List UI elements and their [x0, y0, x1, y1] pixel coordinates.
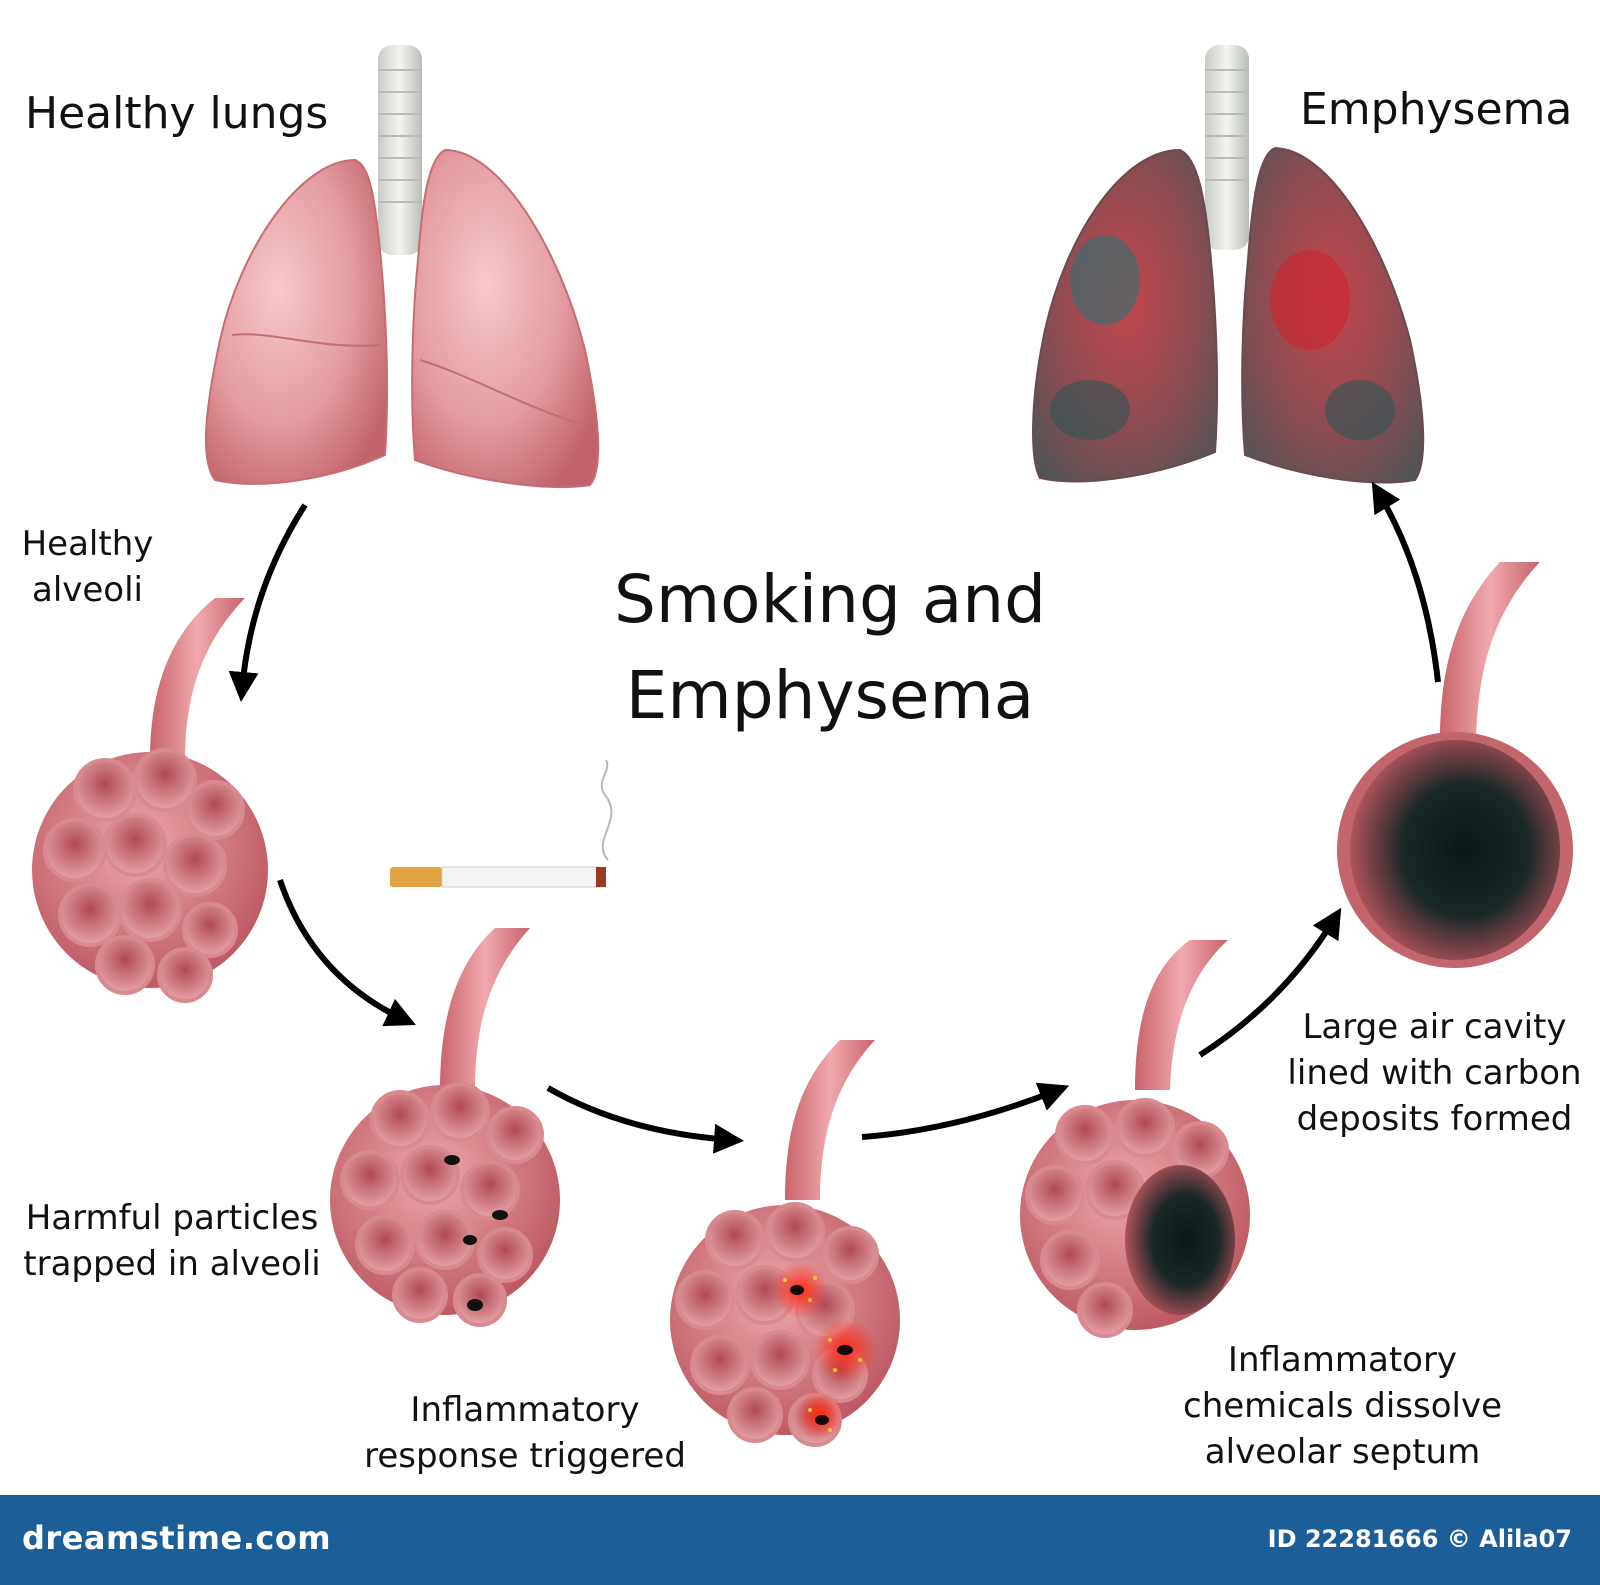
arrow-healthy-to-harmful	[277, 879, 416, 1027]
inflammatory-response-label-line1: Inflammatory	[410, 1390, 640, 1430]
healthy-alveoli-illustration	[32, 598, 268, 1003]
arrow-inflammatory-to-dissolve	[861, 1082, 1070, 1140]
healthy-alveoli-label-line2: alveoli	[31, 569, 143, 610]
harmful-particles-label: Harmful particles trapped in alveoli	[22, 1196, 322, 1288]
title-line2: Emphysema	[625, 656, 1035, 734]
diagram-artwork	[32, 45, 1573, 1447]
dissolve-septum-label-line3: alveolar septum	[1204, 1431, 1481, 1472]
inflammatory-response-label: Inflammatory response triggered	[360, 1388, 690, 1480]
inflammatory-response-label-line2: response triggered	[364, 1435, 686, 1476]
inflamed-alveoli-illustration	[670, 1040, 900, 1447]
air-cavity-label-line1: Large air cavity	[1302, 1007, 1567, 1047]
harmful-particles-label-line1: Harmful particles	[25, 1198, 319, 1238]
dissolve-septum-label-line1: Inflammatory	[1227, 1340, 1458, 1380]
air-cavity-label: Large air cavity lined with carbon depos…	[1272, 1005, 1597, 1143]
healthy-lungs-illustration	[204, 45, 600, 488]
healthy-alveoli-label: Healthy alveoli	[20, 522, 155, 614]
arrow-lungs-to-healthy-alveoli	[228, 503, 308, 702]
arrow-dissolve-to-cavity	[1198, 907, 1342, 1058]
footer-brand[interactable]: dreamstime.com	[22, 1519, 332, 1557]
harmful-particles-label-line2: trapped in alveoli	[23, 1243, 321, 1284]
air-cavity-alveoli-illustration	[1337, 562, 1573, 968]
dissolve-septum-label-line2: chemicals dissolve	[1183, 1385, 1502, 1426]
cigarette-illustration	[390, 759, 613, 888]
healthy-lungs-label: Healthy lungs	[25, 88, 329, 139]
footer-credit: ID 22281666 © Alila07	[1267, 1525, 1572, 1553]
title-line1: Smoking and	[614, 561, 1046, 638]
trapped-particles-alveoli-illustration	[330, 928, 560, 1327]
emphysema-label: Emphysema	[1300, 84, 1573, 135]
healthy-alveoli-label-line1: Healthy	[21, 524, 154, 564]
emphysema-lungs-illustration	[1032, 45, 1425, 484]
arrow-cavity-to-emphysema	[1371, 481, 1441, 683]
page-title: Smoking and Emphysema	[560, 552, 1100, 743]
arrow-harmful-to-inflammatory	[546, 1085, 744, 1154]
air-cavity-label-line2: lined with carbon	[1287, 1052, 1582, 1093]
footer-bar: dreamstime.com ID 22281666 © Alila07	[0, 1495, 1600, 1585]
air-cavity-label-line3: deposits formed	[1296, 1098, 1573, 1139]
process-arrows	[228, 481, 1441, 1154]
dissolve-septum-label: Inflammatory chemicals dissolve alveolar…	[1180, 1338, 1505, 1476]
dissolving-septum-alveoli-illustration	[1020, 940, 1250, 1338]
